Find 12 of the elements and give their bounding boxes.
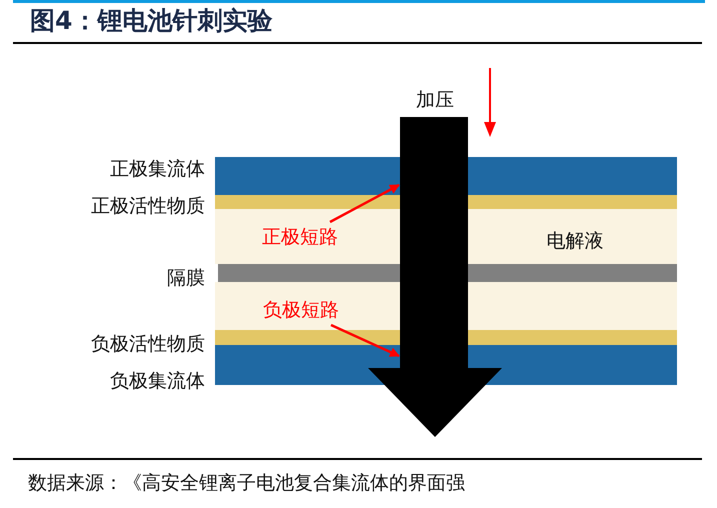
leader-arrow [329,184,400,224]
layer-label: 正极活性物质 [91,194,205,219]
title: 图4：锂电池针刺实验 [30,5,272,37]
caption: 数据来源：《高安全锂离子电池复合集流体的界面强 [28,471,465,496]
layer-label: 正极集流体 [110,157,205,182]
layer-label: 隔膜 [167,266,205,291]
short-circuit-label: 正极短路 [262,224,338,250]
layer-label: 电解液 [546,229,604,254]
layer-label: 负极活性物质 [91,332,205,357]
needle-label: 加压 [415,88,455,113]
short-circuit-label: 负极短路 [263,297,339,323]
layer-label: 负极集流体 [110,369,205,394]
